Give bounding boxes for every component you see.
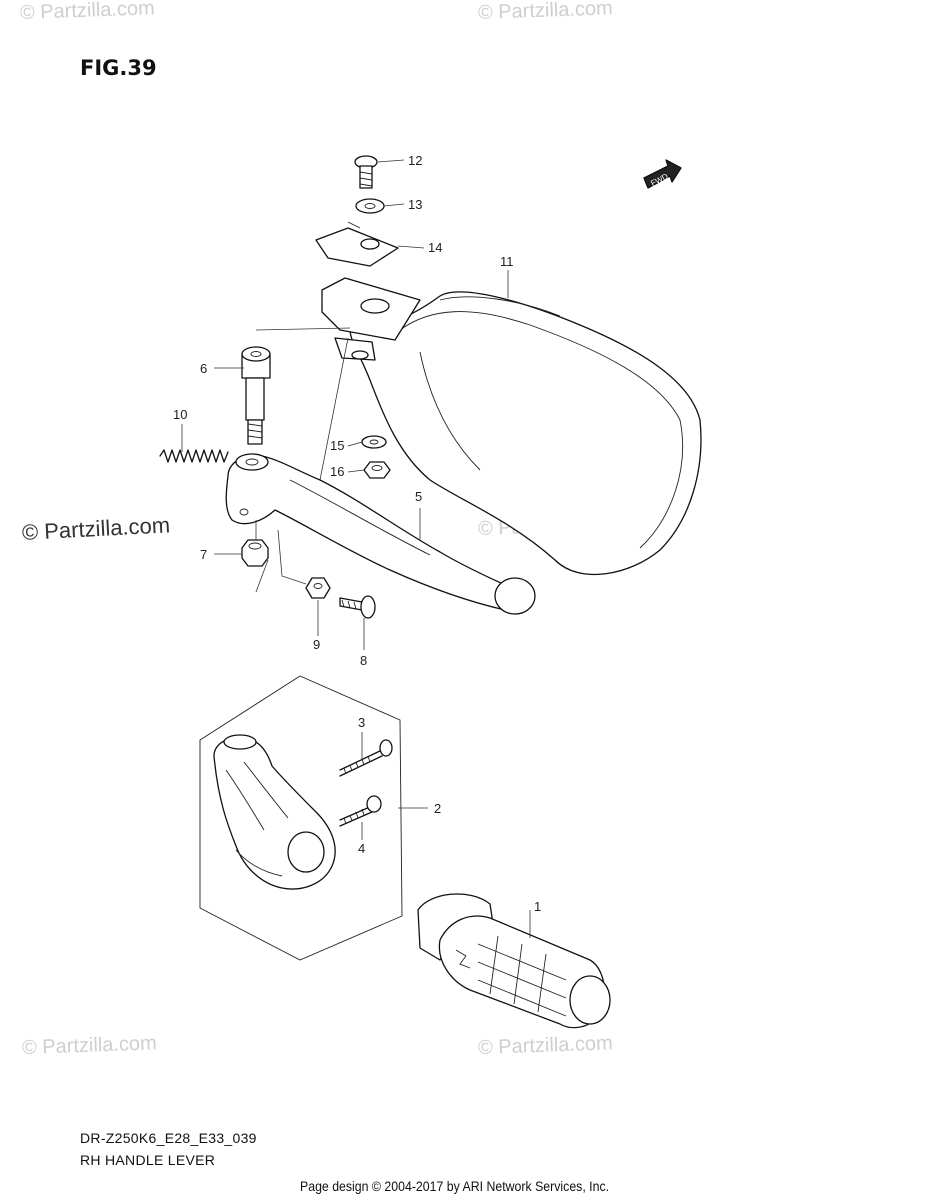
hand-guard <box>349 291 702 576</box>
callout-4: 4 <box>358 841 366 856</box>
callout-13: 13 <box>408 197 423 212</box>
callout-12: 12 <box>408 153 423 168</box>
callout-14: 14 <box>428 240 443 255</box>
callout-11: 11 <box>500 254 514 269</box>
callout-10: 10 <box>173 407 188 422</box>
nut-16 <box>363 461 391 479</box>
callout-7: 7 <box>200 547 208 562</box>
figure-title: FIG.39 <box>80 56 157 80</box>
clutch-lever <box>225 453 536 615</box>
screw-12 <box>354 155 378 189</box>
screw-8 <box>339 595 376 619</box>
throttle-housing <box>213 734 336 890</box>
washer-13 <box>355 198 385 214</box>
nut-9 <box>305 577 331 599</box>
callout-9: 9 <box>313 637 321 652</box>
model-code: DR-Z250K6_E28_E33_039 <box>80 1130 257 1146</box>
callout-5: 5 <box>415 489 423 504</box>
callout-6: 6 <box>200 361 208 376</box>
throttle-group-outline <box>199 675 403 961</box>
spring <box>159 449 229 463</box>
page-credit: Page design © 2004-2017 by ARI Network S… <box>300 1178 610 1194</box>
section-name: RH HANDLE LEVER <box>80 1152 216 1168</box>
callout-2: 2 <box>434 801 442 816</box>
nut-7 <box>241 539 269 567</box>
screw-3 <box>339 739 393 777</box>
throttle-grip <box>417 893 611 1029</box>
guard-mount-bracket <box>321 277 421 361</box>
callout-3: 3 <box>358 715 366 730</box>
washer-15 <box>361 435 387 449</box>
callout-1: 1 <box>534 899 542 914</box>
plate <box>315 221 399 267</box>
screw-4 <box>339 795 382 827</box>
callout-15: 15 <box>330 438 345 453</box>
fwd-arrow-icon: FWD <box>643 159 682 189</box>
pivot-bolt <box>241 346 271 445</box>
callout-16: 16 <box>330 464 345 479</box>
callout-8: 8 <box>360 653 368 668</box>
